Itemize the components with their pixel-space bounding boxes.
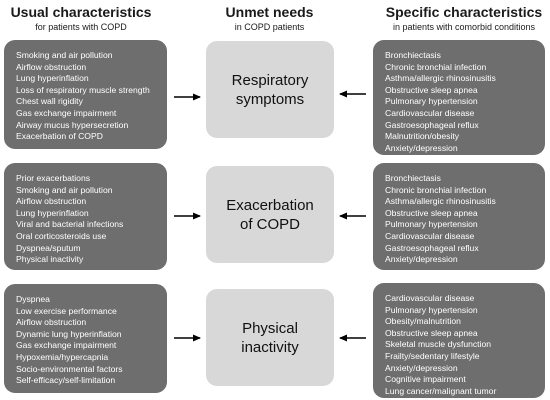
unmet-need-label-line: inactivity: [241, 338, 299, 356]
unmet-need-label-line: of COPD: [239, 215, 300, 233]
unmet-need-label-line: Exacerbation: [226, 196, 314, 214]
list-item: Pulmonary hypertension: [385, 304, 478, 315]
list-item: Self-efficacy/self-limitation: [16, 375, 116, 386]
list-item: Gastroesophageal reflux: [385, 242, 479, 253]
list-item: Exacerbation of COPD: [16, 131, 103, 142]
usual-box-physical-inactivity: Dyspnea Low exercise performance Airflow…: [4, 284, 167, 393]
list-item: Chest wall rigidity: [16, 96, 83, 107]
specific-box-exacerbation: Bronchiectasis Chronic bronchial infecti…: [373, 163, 545, 270]
list-item: Asthma/allergic rhinosinusitis: [385, 196, 496, 207]
header-unmet-needs: Unmet needs in COPD patients: [207, 4, 332, 33]
header-usual-characteristics: Usual characteristics for patients with …: [6, 4, 156, 33]
specific-box-respiratory: Bronchiectasis Chronic bronchial infecti…: [373, 40, 545, 155]
list-item: Chronic bronchial infection: [385, 184, 487, 195]
header-subtitle: for patients with COPD: [35, 22, 127, 32]
unmet-need-label-line: symptoms: [235, 90, 305, 108]
list-item: Obstructive sleep apnea: [385, 84, 478, 95]
list-item: Lung hyperinflation: [16, 73, 89, 84]
list-item: Airflow obstruction: [16, 61, 87, 72]
unmet-need-exacerbation-of-copd: Exacerbation of COPD: [206, 166, 334, 263]
list-item: Skeletal muscle dysfunction: [385, 339, 492, 350]
list-item: Obstructive sleep apnea: [385, 207, 478, 218]
list-item: Frailty/sedentary lifestyle: [385, 350, 480, 361]
list-item: Anxiety/depression: [385, 254, 458, 265]
list-item: Airway mucus hypersecretion: [16, 119, 129, 130]
header-specific-characteristics: Specific characteristics in patients wit…: [384, 4, 544, 33]
list-item: Malnutrition/obesity: [385, 131, 460, 142]
list-item: Cognitive impairment: [385, 374, 466, 385]
list-item: Smoking and air pollution: [16, 50, 113, 60]
list-item: Smoking and air pollution: [16, 184, 113, 195]
header-title: Unmet needs: [225, 4, 314, 20]
list-item: Gas exchange impairment: [16, 340, 117, 351]
list-item: Physical inactivity: [16, 254, 84, 265]
list-item: Dyspnea: [16, 294, 50, 304]
list-item: Obesity/malnutrition: [385, 316, 461, 327]
list-item: Gas exchange impairment: [16, 107, 117, 118]
list-item: Anxiety/depression: [385, 362, 458, 373]
list-item: Cardiovascular disease: [385, 230, 475, 241]
unmet-need-respiratory-symptoms: Respiratory symptoms: [206, 41, 334, 138]
list-item: Anxiety/depression: [385, 142, 458, 153]
header-title: Specific characteristics: [385, 4, 543, 20]
list-item: Bronchiectasis: [385, 173, 441, 183]
list-item: Gastroesophageal reflux: [385, 119, 479, 130]
specific-box-physical-inactivity: Cardiovascular disease Pulmonary hyperte…: [373, 283, 545, 398]
list-item: Airflow obstruction: [16, 317, 87, 328]
unmet-need-physical-inactivity: Physical inactivity: [206, 289, 334, 386]
list-item: Socio-environmental factors: [16, 363, 123, 374]
list-item: Pulmonary hypertension: [385, 96, 478, 107]
list-item: Dynamic lung hyperinflation: [16, 328, 122, 339]
list-item: Oral corticosteroids use: [16, 230, 107, 241]
list-item: Low exercise performance: [16, 305, 117, 316]
list-item: Dyspnea/sputum: [16, 242, 81, 253]
header-subtitle: in patients with comorbid conditions: [392, 22, 536, 32]
unmet-need-label-line: Respiratory: [231, 71, 309, 89]
list-item: Loss of respiratory muscle strength: [16, 84, 150, 95]
unmet-need-label-line: Physical: [242, 319, 298, 337]
list-item: Viral and bacterial infections: [16, 219, 124, 230]
header-subtitle: in COPD patients: [234, 22, 305, 32]
list-item: Pulmonary hypertension: [385, 219, 478, 230]
list-item: Lung cancer/malignant tumor: [385, 385, 497, 396]
list-item: Asthma/allergic rhinosinusitis: [385, 73, 496, 84]
list-item: Chronic bronchial infection: [385, 61, 487, 72]
header-title: Usual characteristics: [10, 4, 152, 20]
list-item: Prior exacerbations: [16, 173, 91, 183]
list-item: Bronchiectasis: [385, 50, 441, 60]
list-item: Hypoxemia/hypercapnia: [16, 351, 109, 362]
list-item: Obstructive sleep apnea: [385, 327, 478, 338]
list-item: Cardiovascular disease: [385, 293, 475, 303]
list-item: Airflow obstruction: [16, 196, 87, 207]
usual-box-exacerbation: Prior exacerbations Smoking and air poll…: [4, 163, 167, 270]
usual-box-respiratory: Smoking and air pollution Airflow obstru…: [4, 40, 167, 149]
list-item: Cardiovascular disease: [385, 107, 475, 118]
list-item: Lung hyperinflation: [16, 207, 89, 218]
